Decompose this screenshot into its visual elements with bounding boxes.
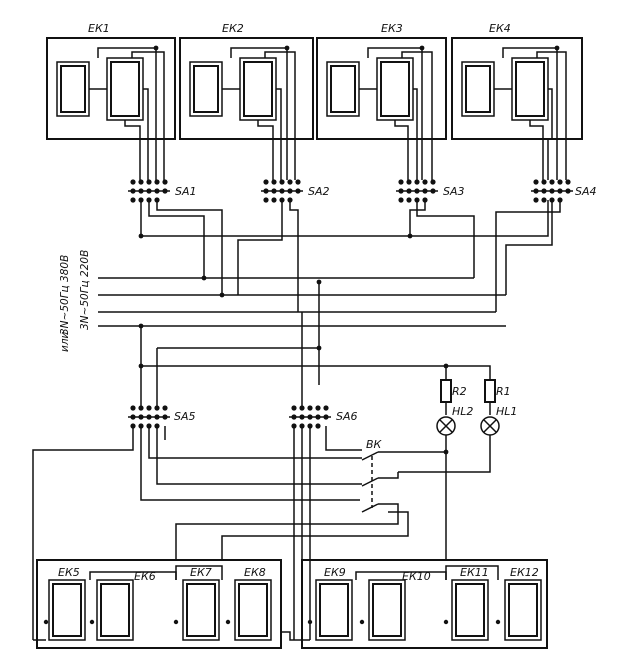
heater-ek8 xyxy=(234,579,272,641)
lamp-hl2 xyxy=(436,416,456,436)
label-hl2: HL2 xyxy=(452,405,473,418)
heater-panel-ek2 xyxy=(179,37,314,140)
heater-ek5 xyxy=(48,579,86,641)
thermostat-vk xyxy=(361,451,379,513)
label-ek2: ЕК2 xyxy=(222,22,244,35)
bottom-heater-bank-right xyxy=(301,559,548,649)
switch-sa6 xyxy=(289,405,331,429)
label-sa6: SA6 xyxy=(336,410,358,423)
heater-ek6 xyxy=(96,579,134,641)
label-r1: R1 xyxy=(496,385,511,398)
switch-sa4 xyxy=(531,179,573,203)
label-ek12: ЕК12 xyxy=(510,566,539,579)
supply-label-220: 3N~50Гц 220В xyxy=(79,250,91,330)
label-ek5: ЕК5 xyxy=(58,566,80,579)
label-sa2: SA2 xyxy=(308,185,330,198)
heater-ek10 xyxy=(368,579,406,641)
label-hl1: HL1 xyxy=(496,405,517,418)
label-sa1: SA1 xyxy=(175,185,197,198)
switch-sa1 xyxy=(128,179,170,203)
heater-panel-ek3 xyxy=(316,37,447,140)
heater-panel-ek4 xyxy=(451,37,583,140)
switch-sa2 xyxy=(261,179,303,203)
label-ek10: ЕК10 xyxy=(402,570,431,583)
label-ek1: ЕК1 xyxy=(88,22,110,35)
switch-sa5 xyxy=(128,405,170,429)
label-sa5: SA5 xyxy=(174,410,196,423)
heater-ek12 xyxy=(504,579,542,641)
resistor-r1 xyxy=(484,379,496,415)
label-ek7: ЕК7 xyxy=(190,566,212,579)
label-vk: ВК xyxy=(366,438,383,451)
label-sa3: SA3 xyxy=(443,185,465,198)
heater-panel-ek1 xyxy=(46,37,176,140)
label-ek11: ЕК11 xyxy=(460,566,489,579)
resistor-r2 xyxy=(440,379,452,415)
label-ek9: ЕК9 xyxy=(324,566,346,579)
supply-label-or: или xyxy=(59,331,71,352)
label-r2: R2 xyxy=(452,385,467,398)
label-ek6: ЕК6 xyxy=(134,570,156,583)
bottom-heater-bank-left xyxy=(36,559,282,649)
heater-ek9 xyxy=(315,579,353,641)
switch-sa3 xyxy=(396,179,438,203)
label-ek3: ЕК3 xyxy=(381,22,403,35)
label-ek4: ЕК4 xyxy=(489,22,511,35)
label-sa4: SA4 xyxy=(575,185,597,198)
supply-label-380: 3N~50Гц 380В xyxy=(59,255,71,335)
lamp-hl1 xyxy=(480,416,500,436)
heater-ek7 xyxy=(182,579,220,641)
label-ek8: ЕК8 xyxy=(244,566,266,579)
heater-ek11 xyxy=(451,579,489,641)
